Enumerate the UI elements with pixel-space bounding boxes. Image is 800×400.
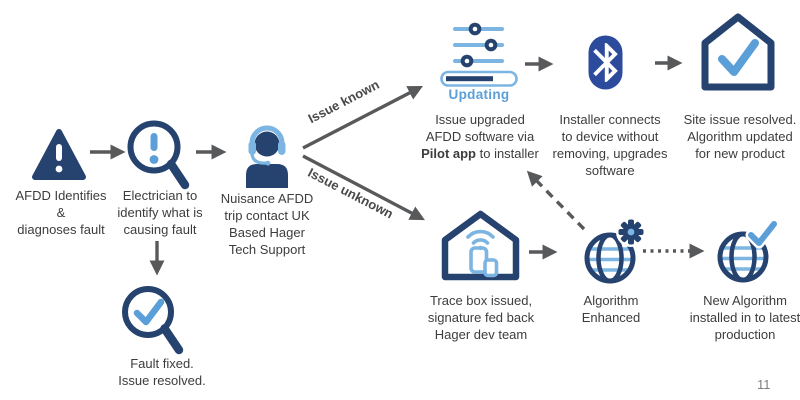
caption-fault-fixed: Fault fixed. Issue resolved.: [118, 356, 206, 389]
caption-new-algorithm: New Algorithm installed in to latest pro…: [689, 293, 800, 343]
wifi-icon: [466, 229, 495, 239]
caption-issue-upgraded-rest: to installer: [476, 146, 539, 162]
caption-site-resolved: Site issue resolved. Algorithm updated f…: [683, 112, 797, 162]
progress-bar-fill: [446, 76, 493, 82]
caption-tech-support: Nuisance AFDD trip contact UK Based Hage…: [220, 191, 314, 258]
caption-electrician: Electrician to identify what is causing …: [117, 188, 203, 238]
caption-algorithm-enhanced: Algorithm Enhanced: [581, 293, 641, 326]
trace-box-icon: [483, 258, 499, 278]
updating-status-label: Updating: [448, 87, 510, 102]
house-trace-device-icon: [441, 210, 520, 281]
check-icon: [748, 221, 777, 246]
caption-trace-box: Trace box issued, signature fed back Hag…: [427, 293, 535, 343]
support-agent-headset-icon: [246, 125, 288, 188]
page-number: 11: [757, 377, 771, 392]
arrow-dashed-algorithm-to-pilotapp: [526, 170, 586, 231]
warning-triangle-icon: [32, 129, 86, 180]
sliders-progress-icon: [440, 22, 518, 87]
globe-check-icon: [717, 218, 780, 283]
magnifier-check-icon: [122, 286, 184, 355]
gear-icon: [618, 219, 644, 245]
branch-label-issue-known: Issue known: [305, 76, 382, 127]
caption-installer-connects: Installer connects to device without rem…: [552, 112, 668, 179]
caption-issue-upgraded-top: Issue upgraded AFDD software via: [425, 112, 535, 145]
caption-issue-upgraded: Issue upgraded AFDD software via Pilot a…: [413, 111, 547, 162]
caption-afdd-identifies: AFDD Identifies & diagnoses fault: [15, 188, 107, 238]
magnifier-exclamation-icon: [127, 120, 190, 190]
globe-gear-icon: [584, 217, 646, 284]
bluetooth-icon: [588, 35, 623, 90]
house-check-icon: [701, 13, 775, 91]
pilot-app-bold-text: Pilot app: [421, 146, 476, 162]
